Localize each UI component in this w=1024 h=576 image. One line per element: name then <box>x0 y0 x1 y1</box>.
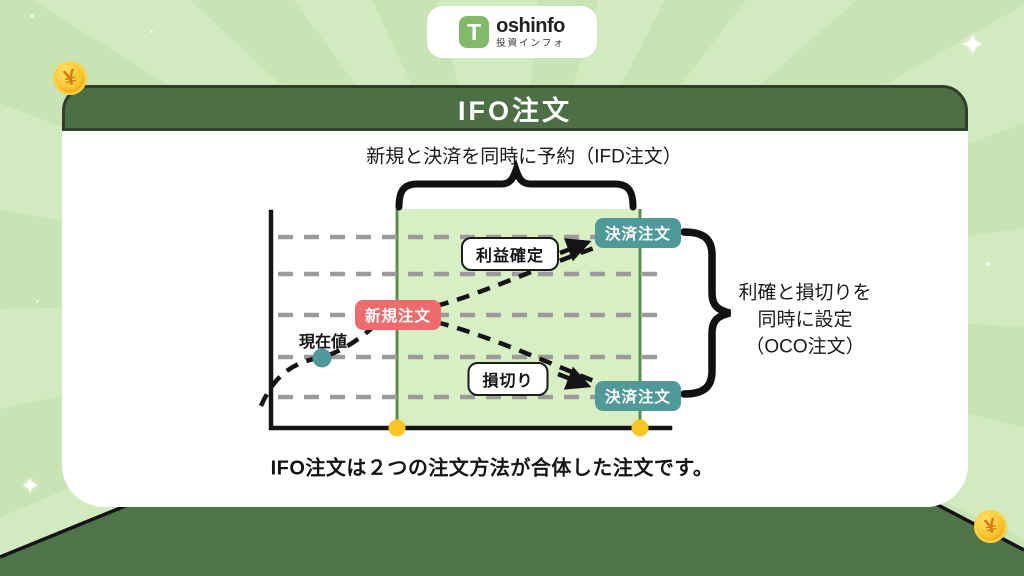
background-dot <box>150 30 153 33</box>
brand-logo-texts: oshinfo 投資インフォ <box>496 16 565 49</box>
close-order-badge-top: 決済注文 <box>594 218 682 248</box>
new-order-badge: 新規注文 <box>354 300 442 330</box>
coin-icon: ¥ <box>974 510 1007 543</box>
take-profit-arrow <box>559 238 592 262</box>
price-gridlines <box>278 234 666 400</box>
yen-symbol: ¥ <box>60 63 79 92</box>
brand-logo-icon: T <box>459 16 490 48</box>
stage-edge-left <box>0 502 131 559</box>
page-title: IFO注文 <box>458 95 572 126</box>
sparkle-icon: ✦ <box>960 29 986 62</box>
ifd-caption: 新規と決済を同時に予約（IFD注文） <box>366 146 682 168</box>
footer-caption: IFO注文は２つの注文方法が合体した注文です。 <box>270 457 714 480</box>
exit-marker-dot <box>631 419 649 437</box>
take-profit-box: 利益確定 <box>460 237 560 271</box>
sparkle-icon: ✦ <box>20 473 41 500</box>
stop-loss-path <box>435 319 617 393</box>
stop-loss-box: 損切り <box>467 362 549 396</box>
oco-caption-line3: （OCO注文） <box>745 336 865 358</box>
yen-symbol: ¥ <box>981 513 999 539</box>
close-order-badge-bottom: 決済注文 <box>594 381 682 411</box>
brand-logo-name: oshinfo <box>496 14 565 37</box>
stop-loss-arrow <box>557 366 592 390</box>
brand-logo-subtitle: 投資インフォ <box>496 37 565 49</box>
ifd-brace <box>395 158 637 211</box>
background-dot <box>36 300 39 303</box>
oco-caption: 利確と損切りを 同時に設定 （OCO注文） <box>738 280 871 361</box>
background-dot <box>30 14 34 18</box>
current-price-dot <box>312 348 332 368</box>
header-band: IFO注文 <box>62 85 968 131</box>
current-price-label: 現在値 <box>298 334 348 351</box>
oco-caption-line1: 利確と損切りを <box>738 282 872 304</box>
oco-brace <box>680 228 731 398</box>
chart-axes <box>268 209 673 431</box>
brand-logo-card: T oshinfo 投資インフォ <box>427 6 597 58</box>
stage-shape <box>0 504 1024 576</box>
background-dot <box>986 262 990 266</box>
entry-marker-dot <box>388 419 406 437</box>
coin-icon: ¥ <box>53 61 87 95</box>
oco-caption-line2: 同時に設定 <box>757 309 853 331</box>
